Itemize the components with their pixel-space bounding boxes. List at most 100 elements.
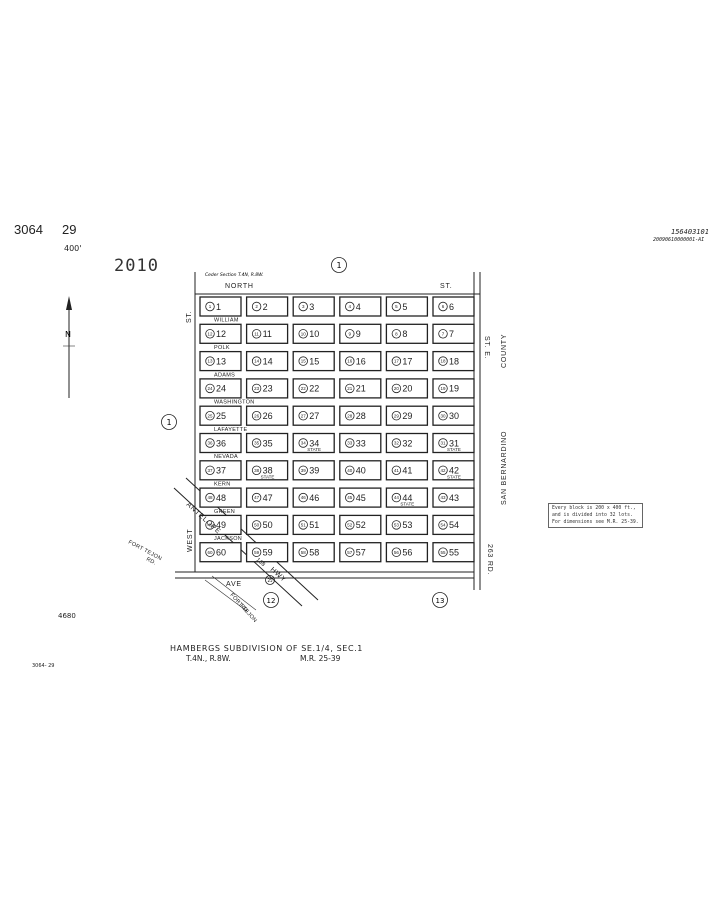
block-number: 29 [402, 411, 412, 421]
note-line-3: For dimensions see M.R. 25-39. [552, 520, 639, 525]
street-label-nevada: NEVADA [214, 454, 238, 460]
block-sub-number: 32 [394, 441, 400, 446]
block-sub-number: 51 [301, 523, 307, 528]
block-number: 2 [263, 302, 268, 312]
block-sub-circle [298, 438, 308, 448]
fort-tejon-road-label-1: FORT TEJON [127, 539, 163, 562]
block-sub-number: 20 [394, 386, 400, 391]
block-sub-circle [438, 329, 448, 339]
block-sub-number: 8 [395, 331, 398, 336]
block-sub-number: 42 [440, 468, 446, 473]
block-number: 3 [309, 302, 314, 312]
block-number: 28 [356, 411, 366, 421]
block-sub-circle [205, 329, 215, 339]
block-sub-circle [345, 438, 355, 448]
block-sub-number: 15 [301, 359, 307, 364]
block-outline [432, 323, 475, 344]
block-outline [432, 487, 475, 508]
block-outline [432, 350, 475, 372]
block-sub-number: 55 [440, 550, 446, 555]
block-sub-circle [205, 301, 215, 312]
block-sub-number: 6 [442, 304, 445, 309]
block-sub-number: 9 [349, 331, 352, 336]
block-number: 25 [216, 411, 226, 421]
block-outline [292, 432, 335, 454]
block-sub-circle [438, 411, 448, 421]
block-sub-circle [251, 329, 262, 339]
block-outline [245, 514, 289, 536]
page-reference: 3064- 29 [32, 663, 55, 669]
block-sub-circle [391, 356, 402, 366]
block-sub-circle [251, 411, 262, 421]
block-sub-number: 14 [254, 359, 260, 364]
block-outline [245, 296, 289, 317]
block-outline [245, 350, 289, 372]
block-sub-circle [345, 383, 355, 394]
fort-tejon-road-suffix-2: RD. [239, 603, 251, 615]
block-outline [245, 323, 289, 344]
block-number: 31 [449, 438, 459, 448]
block-size-note: Every block is 200 x 400 ft., and is div… [548, 503, 643, 528]
block-outline [339, 514, 382, 536]
street-label-washington: WASHINGTON [214, 400, 255, 406]
block-outline [199, 296, 242, 317]
map-circle-12: 12 [263, 592, 279, 608]
block-sub-number: 1 [209, 304, 212, 309]
block-number: 1 [216, 302, 221, 312]
block-outline [385, 378, 429, 399]
block-sub-number: 37 [207, 468, 213, 473]
block-sub-circle [345, 411, 355, 421]
block-outline [245, 378, 289, 399]
block-outline [339, 460, 382, 481]
block-sub-circle [438, 492, 448, 503]
block-sub-number: 33 [347, 441, 353, 446]
page-number: 29 [62, 222, 77, 237]
street-labels: WILLIAMPOLKADAMSWASHINGTONLAFAYETTENEVAD… [214, 318, 255, 542]
block-sub-number: 59 [254, 550, 260, 555]
block-outline [245, 542, 289, 563]
map-circle-1-left: 1 [161, 414, 177, 430]
note-line-2: and is divided into 32 lots. [552, 513, 633, 518]
block-number: 39 [309, 466, 319, 476]
block-outline [245, 460, 289, 481]
block-sub-number: 29 [394, 413, 400, 418]
recording-stamp: 156403101 [671, 228, 709, 236]
block-number: 59 [263, 548, 273, 558]
block-sub-circle [298, 520, 308, 530]
block-number: 19 [449, 384, 459, 394]
road-263-label: 263 RD. [486, 544, 493, 575]
block-outline [385, 514, 429, 536]
block-sub-circle [345, 329, 355, 339]
block-sub-number: 43 [440, 495, 446, 500]
block-sub-circle [391, 438, 402, 448]
block-sub-number: 44 [394, 495, 400, 500]
block-sub-circle [298, 356, 308, 366]
block-outline [385, 405, 429, 426]
block-outline [432, 432, 475, 454]
block-outline [199, 542, 242, 563]
block-number: 26 [263, 411, 273, 421]
block-outline [385, 460, 429, 481]
